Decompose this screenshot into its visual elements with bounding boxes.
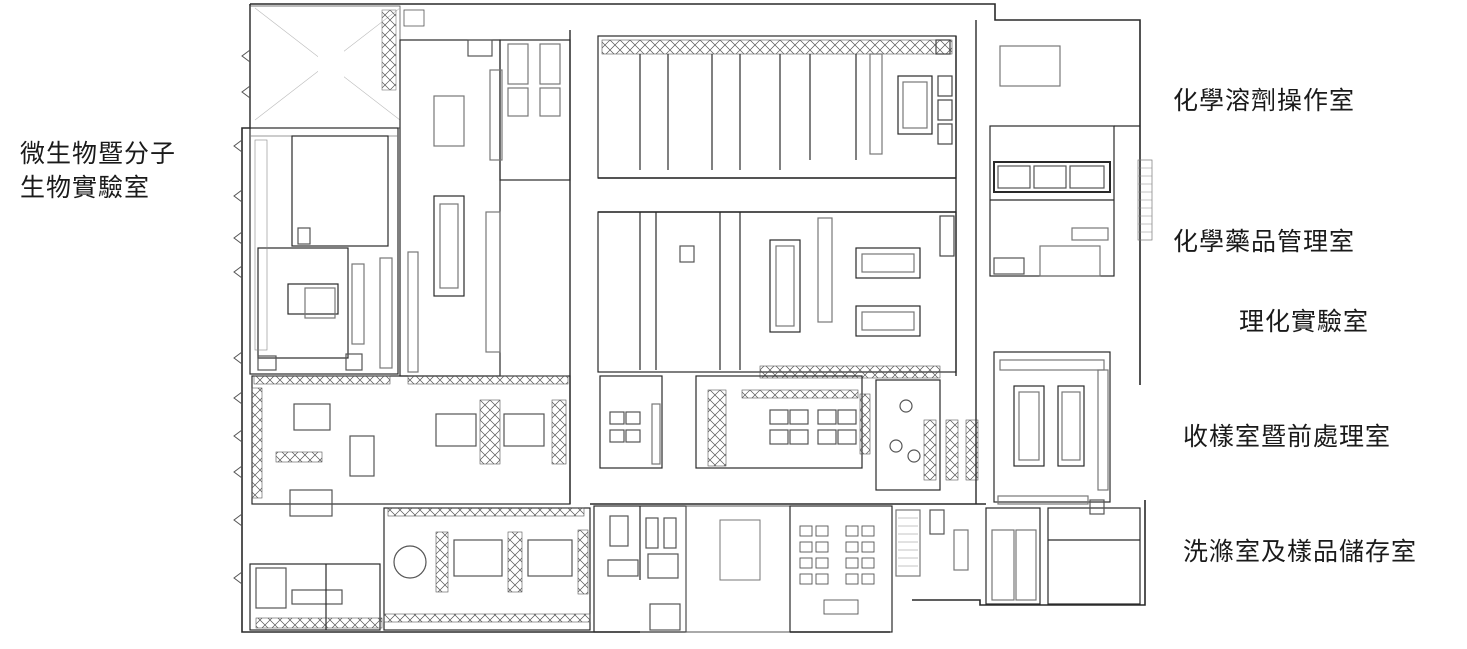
corridor-walls bbox=[569, 20, 986, 505]
middle-offices bbox=[599, 375, 979, 491]
seminar-room bbox=[789, 505, 969, 633]
label-physchem: 理化實驗室 bbox=[1239, 307, 1370, 336]
label-micro-line2: 生物實驗室 bbox=[20, 173, 151, 202]
washing-storage-room bbox=[985, 499, 1141, 605]
top-left-room bbox=[249, 5, 425, 129]
restrooms bbox=[593, 505, 687, 633]
label-micro-line1: 微生物暨分子 bbox=[20, 139, 177, 168]
label-sample-recv: 收樣室暨前處理室 bbox=[1183, 422, 1392, 451]
label-chem-mgmt: 化學藥品管理室 bbox=[1173, 227, 1356, 256]
center-platform bbox=[685, 505, 791, 633]
label-wash-storage: 洗滌室及樣品儲存室 bbox=[1183, 537, 1418, 566]
wall-markers bbox=[233, 49, 251, 585]
right-chem-rooms bbox=[989, 45, 1153, 277]
left-upper-rooms bbox=[399, 39, 571, 377]
label-chem-solvent: 化學溶劑操作室 bbox=[1173, 86, 1356, 115]
open-office-lower bbox=[249, 507, 591, 631]
chem-lab-top bbox=[597, 35, 957, 179]
building-outline bbox=[241, 3, 1146, 633]
chem-lab-middle bbox=[597, 211, 957, 379]
sample-receiving-room bbox=[993, 351, 1111, 505]
open-office-left bbox=[251, 375, 571, 517]
micro-lab bbox=[249, 127, 399, 375]
